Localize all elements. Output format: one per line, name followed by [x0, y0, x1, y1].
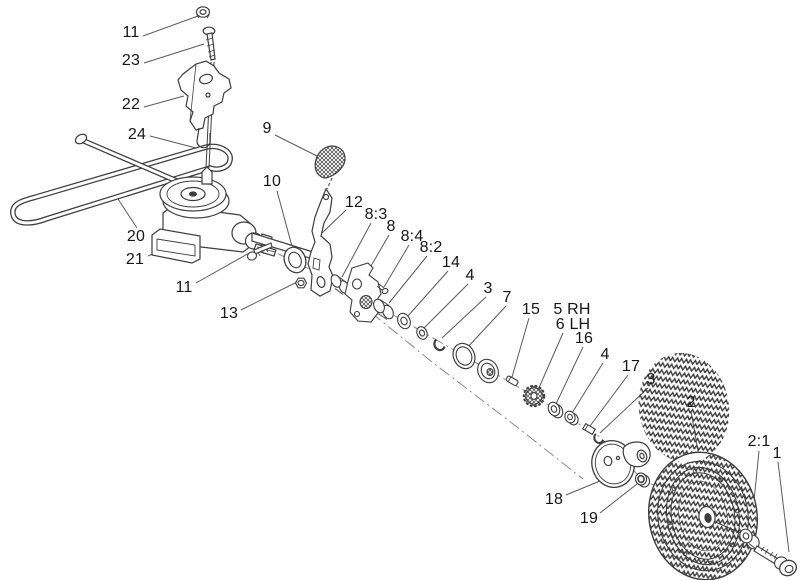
callout-18: 18	[544, 491, 564, 508]
callout-13: 13	[219, 305, 239, 322]
callout-21: 21	[125, 251, 145, 268]
callout-11-b: 11	[175, 279, 193, 296]
washer-14-drawing	[397, 312, 411, 330]
callout-8: 8	[386, 218, 396, 235]
callout-11-top: 11	[122, 24, 140, 41]
callout-23: 23	[121, 52, 141, 69]
callout-20: 20	[126, 228, 146, 245]
callout-2: 2	[686, 394, 696, 411]
washer-7-drawing	[452, 342, 476, 370]
pulley-mount-tab-drawing	[201, 166, 213, 185]
bolt-1-drawing	[753, 545, 797, 577]
lever-12-drawing	[307, 187, 334, 297]
axle-parts-drawing	[397, 312, 604, 444]
callout-9: 9	[262, 120, 272, 137]
callout-15: 15	[521, 301, 541, 318]
callout-1: 1	[772, 445, 782, 462]
callout-6-lh: 6 LH	[555, 316, 591, 333]
knob-9-drawing	[314, 145, 346, 179]
washer-19-drawing	[634, 472, 651, 488]
spacer-2-1-drawing	[739, 528, 760, 550]
nut-4-drawing	[564, 410, 579, 426]
bushing-8-3-drawing	[330, 274, 350, 295]
shift-lever-assembly-drawing	[307, 145, 346, 297]
pin-15-drawing	[505, 375, 519, 386]
nut-13-drawing	[294, 277, 308, 289]
callout-8-4: 8:4	[400, 228, 424, 245]
callout-19: 19	[579, 510, 599, 527]
callout-3-b: 3	[646, 371, 656, 388]
flange-nut-11-drawing	[195, 6, 211, 19]
callout-2-1: 2:1	[747, 433, 771, 450]
bushing-8-2-drawing	[373, 298, 394, 320]
key-17-drawing	[581, 422, 597, 436]
callout-7: 7	[502, 289, 512, 306]
centerline-secondary	[319, 270, 584, 480]
callout-16: 16	[574, 330, 594, 347]
gear-5-6-drawing	[522, 384, 546, 408]
axle-fasteners-drawing	[247, 242, 308, 289]
bracket-plate-8-drawing	[344, 262, 382, 323]
bearing-drawing	[477, 358, 499, 384]
bolt-11-drawing	[247, 242, 273, 261]
washer-16-drawing	[547, 401, 564, 419]
e-ring-3-drawing	[433, 338, 446, 352]
bracket-22-drawing	[177, 60, 232, 149]
washer-4-drawing	[416, 326, 428, 340]
callout-3-a: 3	[483, 280, 493, 297]
bolt-23-drawing	[202, 26, 216, 61]
callout-8-2: 8:2	[419, 239, 443, 256]
hub-18-drawing	[591, 440, 651, 488]
wheel-bolt-holes	[667, 468, 740, 566]
callout-14: 14	[441, 254, 461, 271]
screw-8-4-drawing	[376, 283, 389, 295]
grommet-10-drawing	[283, 246, 307, 274]
e-ring-3b-drawing	[593, 433, 604, 444]
callout-4-b: 4	[600, 346, 610, 363]
callout-8-3: 8:3	[364, 206, 388, 223]
gearbox-drawing	[151, 176, 314, 264]
callout-4-a: 4	[465, 267, 475, 284]
callout-22: 22	[121, 96, 141, 113]
wheel-2-drawing	[638, 352, 759, 580]
shift-bracket-8-drawing	[330, 262, 394, 323]
top-hardware-drawing	[177, 6, 232, 185]
callout-5-rh: 5 RH	[553, 301, 591, 318]
callout-12: 12	[344, 194, 364, 211]
callout-17: 17	[621, 358, 641, 375]
callout-10: 10	[262, 173, 282, 190]
callout-24: 24	[127, 126, 147, 143]
